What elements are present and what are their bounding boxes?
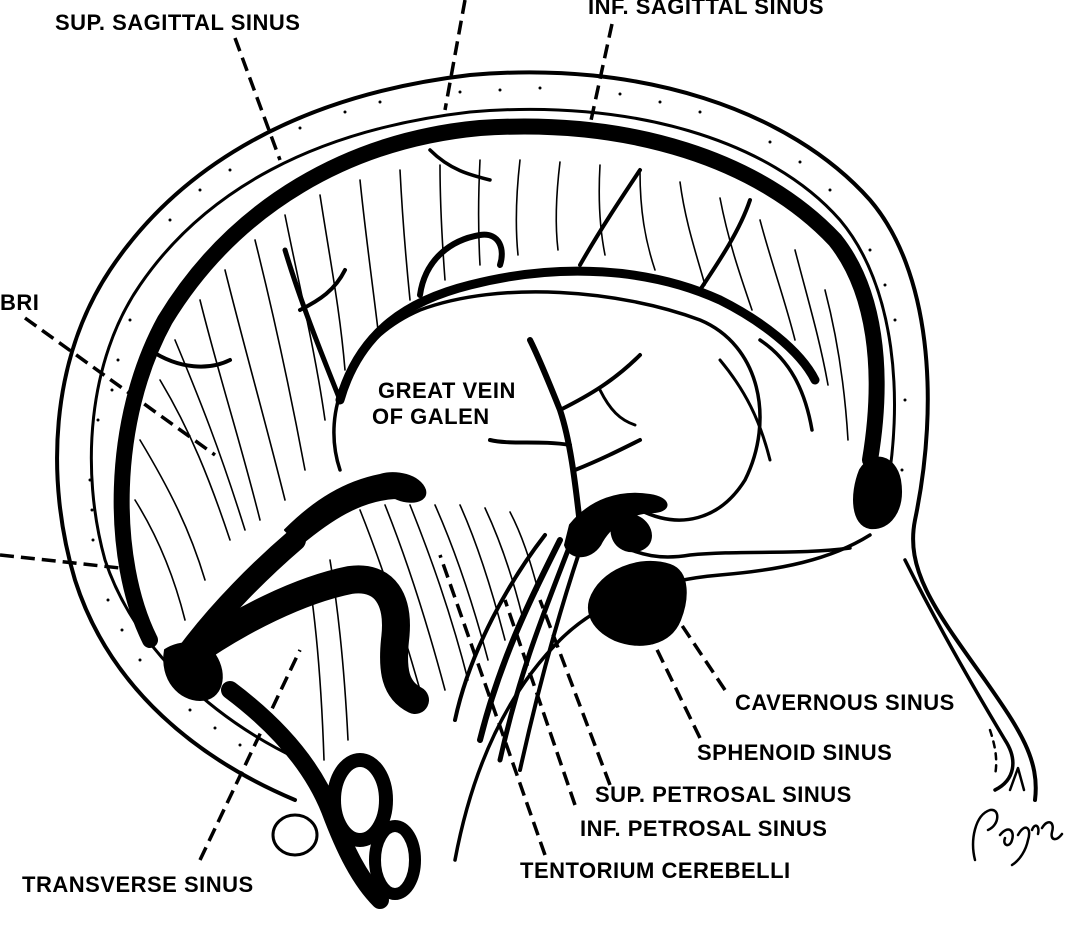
label-cavernous-sinus: CAVERNOUS SINUS (735, 690, 955, 715)
falx-cerebri-hatching (134, 159, 849, 621)
nasal-profile (903, 558, 1015, 792)
superior-sagittal-sinus-shape (113, 118, 885, 648)
label-bri-partial: BRI (0, 290, 39, 315)
cerebral-veins (148, 148, 814, 462)
jugular-bulb-loops (271, 753, 421, 900)
skull-outer-table (55, 70, 1038, 802)
label-great-vein-line2: OF GALEN (372, 404, 490, 429)
great-vein-of-galen-shape (284, 472, 427, 546)
label-sup-petrosal-sinus: SUP. PETROSAL SINUS (595, 782, 852, 807)
skull (55, 70, 1038, 802)
sphenoid-sinus-inner (608, 578, 672, 631)
nasal-profile-dashes (988, 728, 998, 777)
clivus-outline (618, 543, 852, 559)
label-inf-petrosal-sinus: INF. PETROSAL SINUS (580, 816, 827, 841)
sigmoid-sinus-shape (221, 681, 389, 909)
labels: SUP. SAGITTAL SINUS INF. SAGITTAL SINUS … (0, 0, 955, 897)
label-sup-sagittal-sinus: SUP. SAGITTAL SINUS (55, 10, 300, 35)
inferior-sagittal-sinus-shape (335, 266, 820, 405)
transverse-sinus-shape (176, 565, 429, 714)
skull-inner-table (89, 107, 896, 762)
frontal-sinus-shape (853, 456, 902, 530)
label-transverse-sinus: TRANSVERSE SINUS (22, 872, 254, 897)
frontal-sinus-inner (863, 477, 892, 517)
tentorium-hatching (309, 504, 539, 761)
leader-lines (0, 0, 727, 861)
label-inf-sagittal-sinus: INF. SAGITTAL SINUS (588, 0, 824, 19)
label-tentorium-cerebelli: TENTORIUM CEREBELLI (520, 858, 791, 883)
internal-cerebral-veins (488, 337, 642, 528)
label-great-vein-line1: GREAT VEIN (378, 378, 516, 403)
skull-diploe-stipple (88, 86, 907, 747)
artist-signature (971, 766, 1064, 867)
cavernous-sinus-shape (610, 513, 652, 553)
label-sphenoid-sinus: SPHENOID SINUS (697, 740, 892, 765)
torcula-knot (163, 642, 223, 701)
